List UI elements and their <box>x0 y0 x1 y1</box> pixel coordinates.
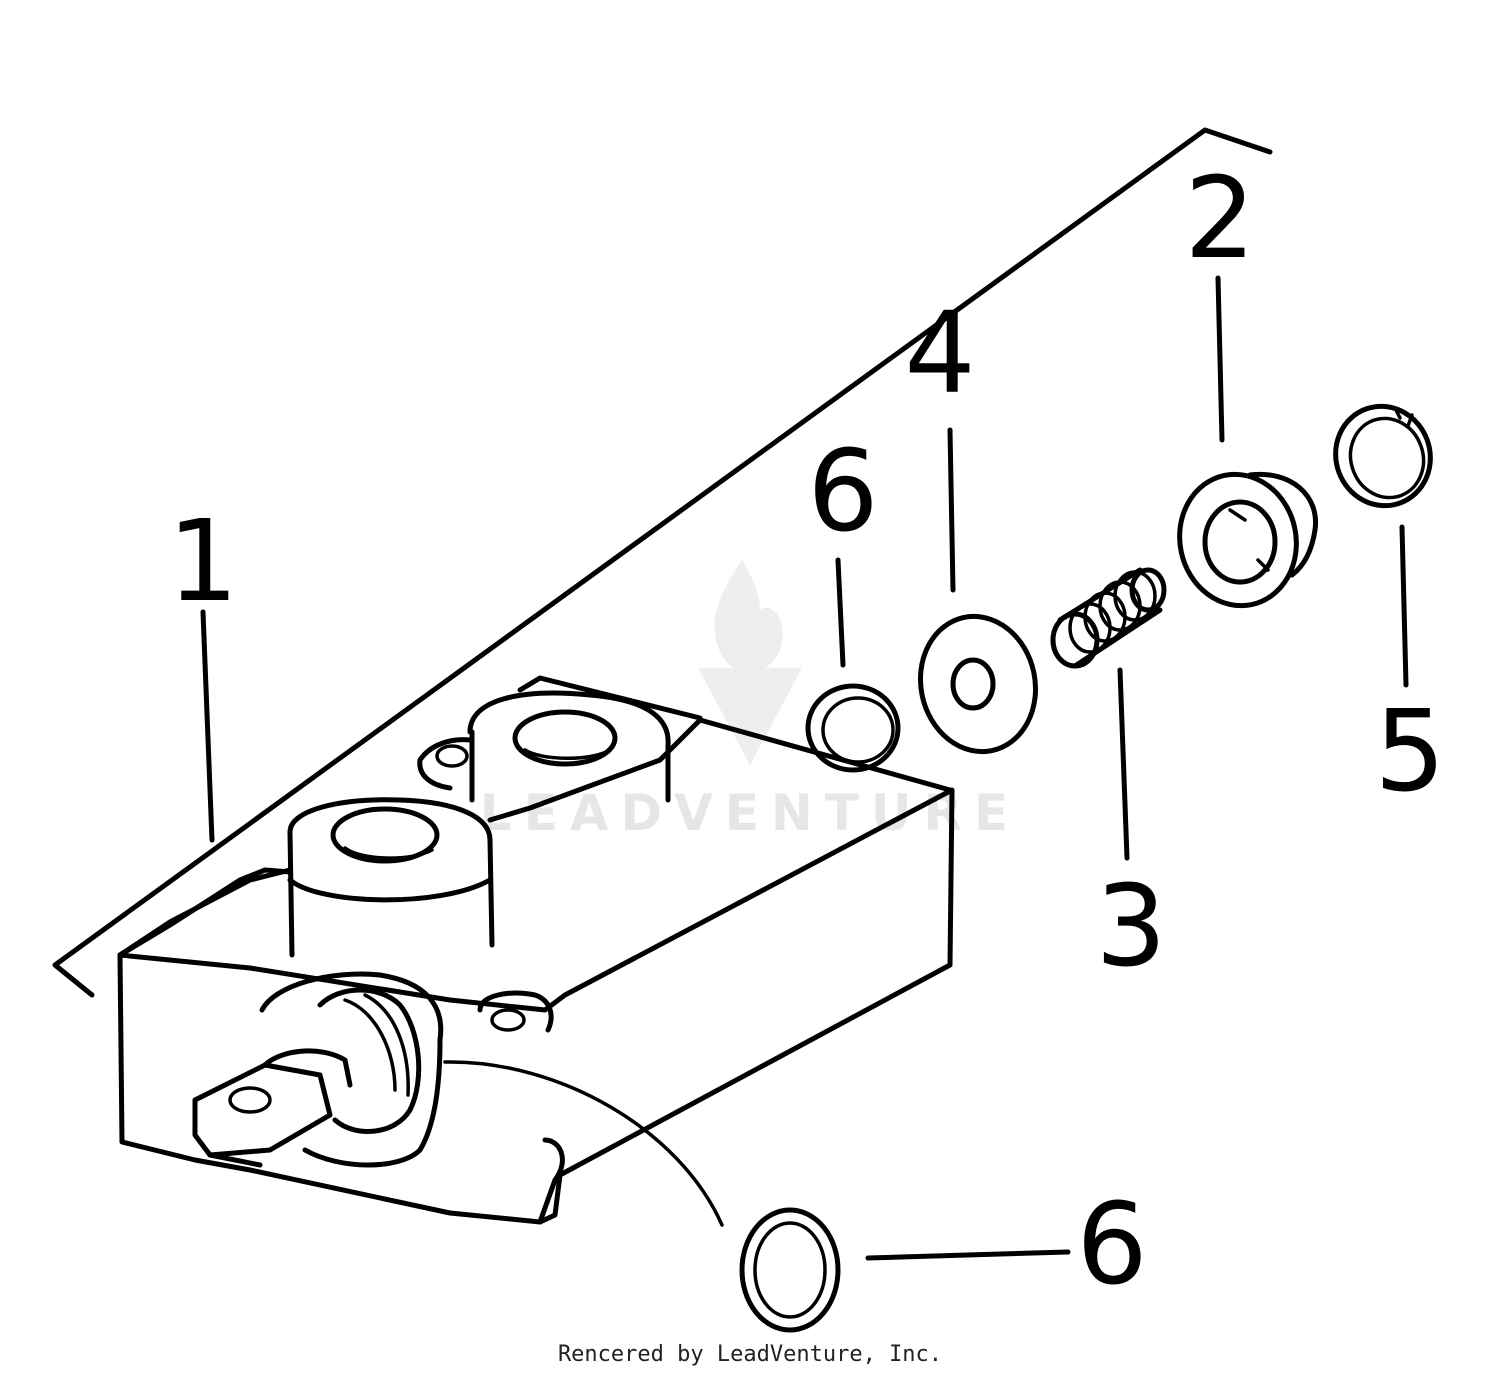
leader-lines <box>200 275 1409 1261</box>
plug <box>1177 471 1319 609</box>
watermark-flame-icon <box>714 560 783 673</box>
leader-line-3 <box>1117 667 1130 861</box>
leader-line-6a <box>835 557 846 668</box>
callout-1: 1 <box>167 497 238 627</box>
callout-6-lower: 6 <box>1076 1180 1147 1310</box>
callout-2: 2 <box>1184 154 1255 284</box>
leader-line-2 <box>1215 275 1225 443</box>
leader-line-1 <box>200 609 215 843</box>
leader-line-body-to-ring <box>443 1060 724 1227</box>
o-ring-upper <box>805 683 901 773</box>
watermark-text: LEADVENTURE <box>480 784 1020 842</box>
watermark: LEADVENTURE <box>480 560 1020 842</box>
leader-line-6b <box>865 1249 1071 1261</box>
callout-6-upper: 6 <box>807 427 878 557</box>
valve-body <box>117 675 955 1225</box>
callout-3: 3 <box>1095 862 1166 992</box>
render-credit: Rencered by LeadVenture, Inc. <box>557 1342 943 1367</box>
watermark-v-icon <box>698 668 802 765</box>
spring <box>1050 567 1167 669</box>
leader-line-5 <box>1399 524 1409 688</box>
leader-line-4 <box>947 427 956 593</box>
callout-4: 4 <box>904 289 975 419</box>
reference-plane-line <box>52 127 1273 998</box>
washer <box>917 613 1039 755</box>
snap-ring <box>1333 403 1433 509</box>
callout-labels: 1 2 3 4 5 6 6 <box>167 154 1445 1310</box>
o-ring-lower <box>739 1207 841 1333</box>
callout-5: 5 <box>1374 687 1445 817</box>
